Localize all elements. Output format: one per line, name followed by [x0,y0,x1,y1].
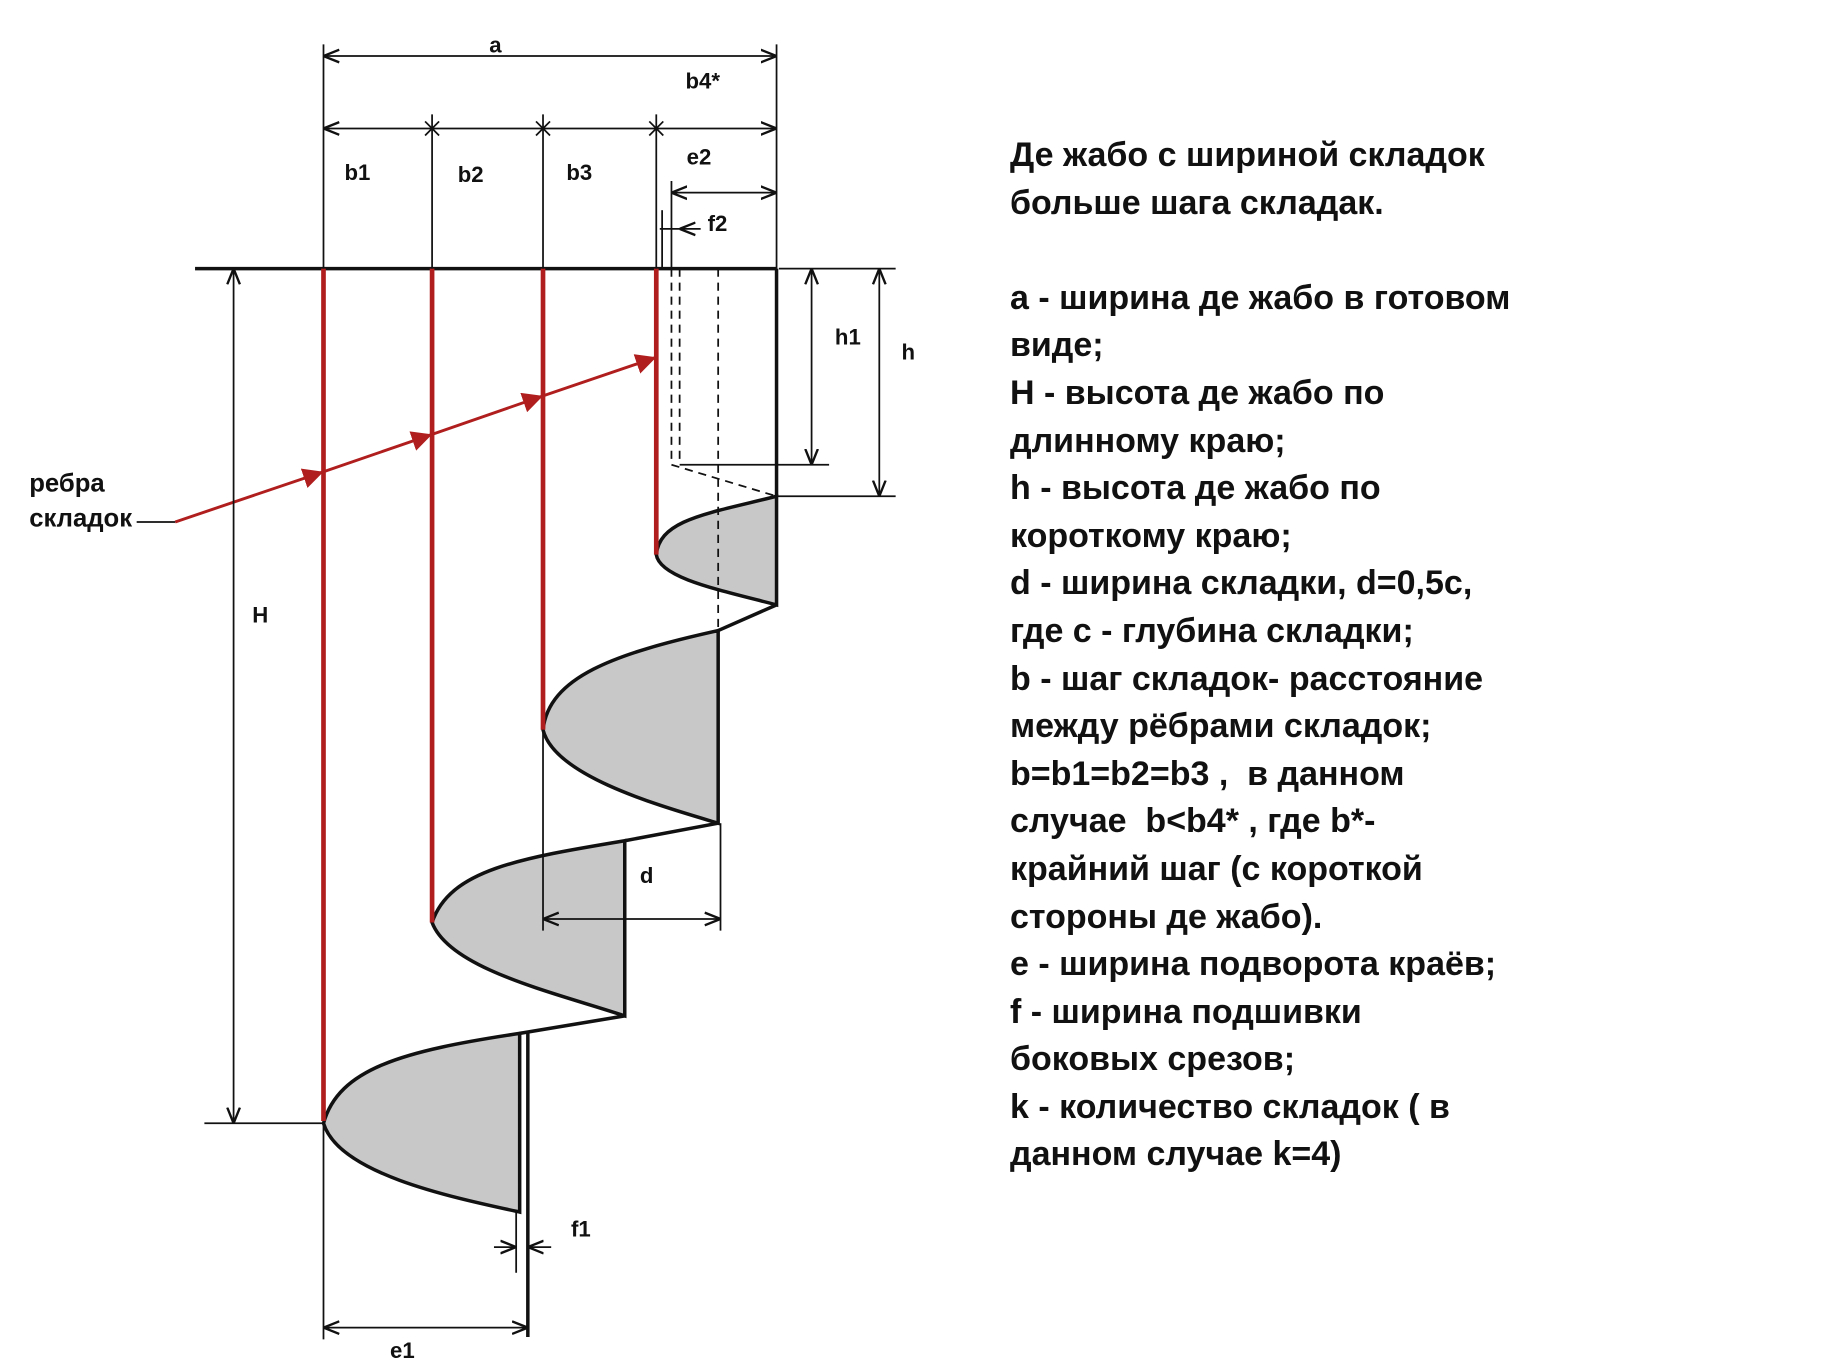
label-d: d [640,863,654,888]
label-b4: b4* [685,69,720,94]
label-ribs-line1: ребра [29,470,105,498]
legend-line: короткому краю; [1010,516,1292,555]
legend-line: между рёбрами складок; [1010,707,1432,746]
legend-title-line: больше шага складак. [1010,183,1384,222]
label-b1: b1 [345,160,371,185]
legend-line: боковых срезов; [1010,1040,1296,1079]
label-f2: f2 [708,211,728,236]
legend-line: длинному краю; [1010,421,1286,460]
legend-line: крайний шаг (с короткой [1010,849,1423,888]
legend-line: где c - глубина складки; [1010,611,1414,650]
legend-line: виде; [1010,326,1104,365]
legend-line: e - ширина подворота краёв; [1010,945,1497,984]
label-a: a [489,33,502,58]
fold-3 [541,628,720,826]
label-b3: b3 [566,160,592,185]
label-ribs-line2: складок [29,505,132,533]
legend-line: a - ширина де жабо в готовом [1010,278,1511,317]
dimension-lines [204,44,896,1340]
legend-line: b=b1=b2=b3 , в данном [1010,754,1405,793]
legend-line: h - высота де жабо по [1010,469,1381,508]
label-h1: h1 [835,324,861,349]
fold-connectors [519,268,779,1337]
fold-2 [430,838,627,1019]
label-e2: e2 [687,145,712,170]
legend-line: b - шаг складок- расстояние [1010,659,1484,698]
legend-line: d - ширина складки, d=0,5c, [1010,564,1473,603]
label-h: h [901,340,915,365]
legend-title-line: Де жабо с шириной складок [1010,136,1485,174]
label-H: H [252,602,268,627]
fold-guides [518,268,777,1213]
label-b2: b2 [458,162,484,187]
legend-line: случае b<b4* , где b*- [1010,802,1376,841]
fold-4 [654,494,779,608]
label-e1: e1 [390,1338,415,1358]
fold-1 [321,1031,522,1215]
pleat-ribs [321,268,659,1121]
legend-text: Де жабо с шириной складок больше шага ск… [1010,132,1790,1179]
legend-line: H - высота де жабо по [1010,373,1385,412]
label-f1: f1 [571,1217,591,1242]
legend-line: стороны де жабо). [1010,897,1323,936]
legend-line: f - ширина подшивки [1010,992,1362,1031]
pleat-folds [321,494,779,1215]
legend-line: k - количество складок ( в [1010,1087,1450,1126]
legend-line: данном случае k=4) [1010,1135,1342,1174]
ribs-pointer-arrow [174,354,657,524]
